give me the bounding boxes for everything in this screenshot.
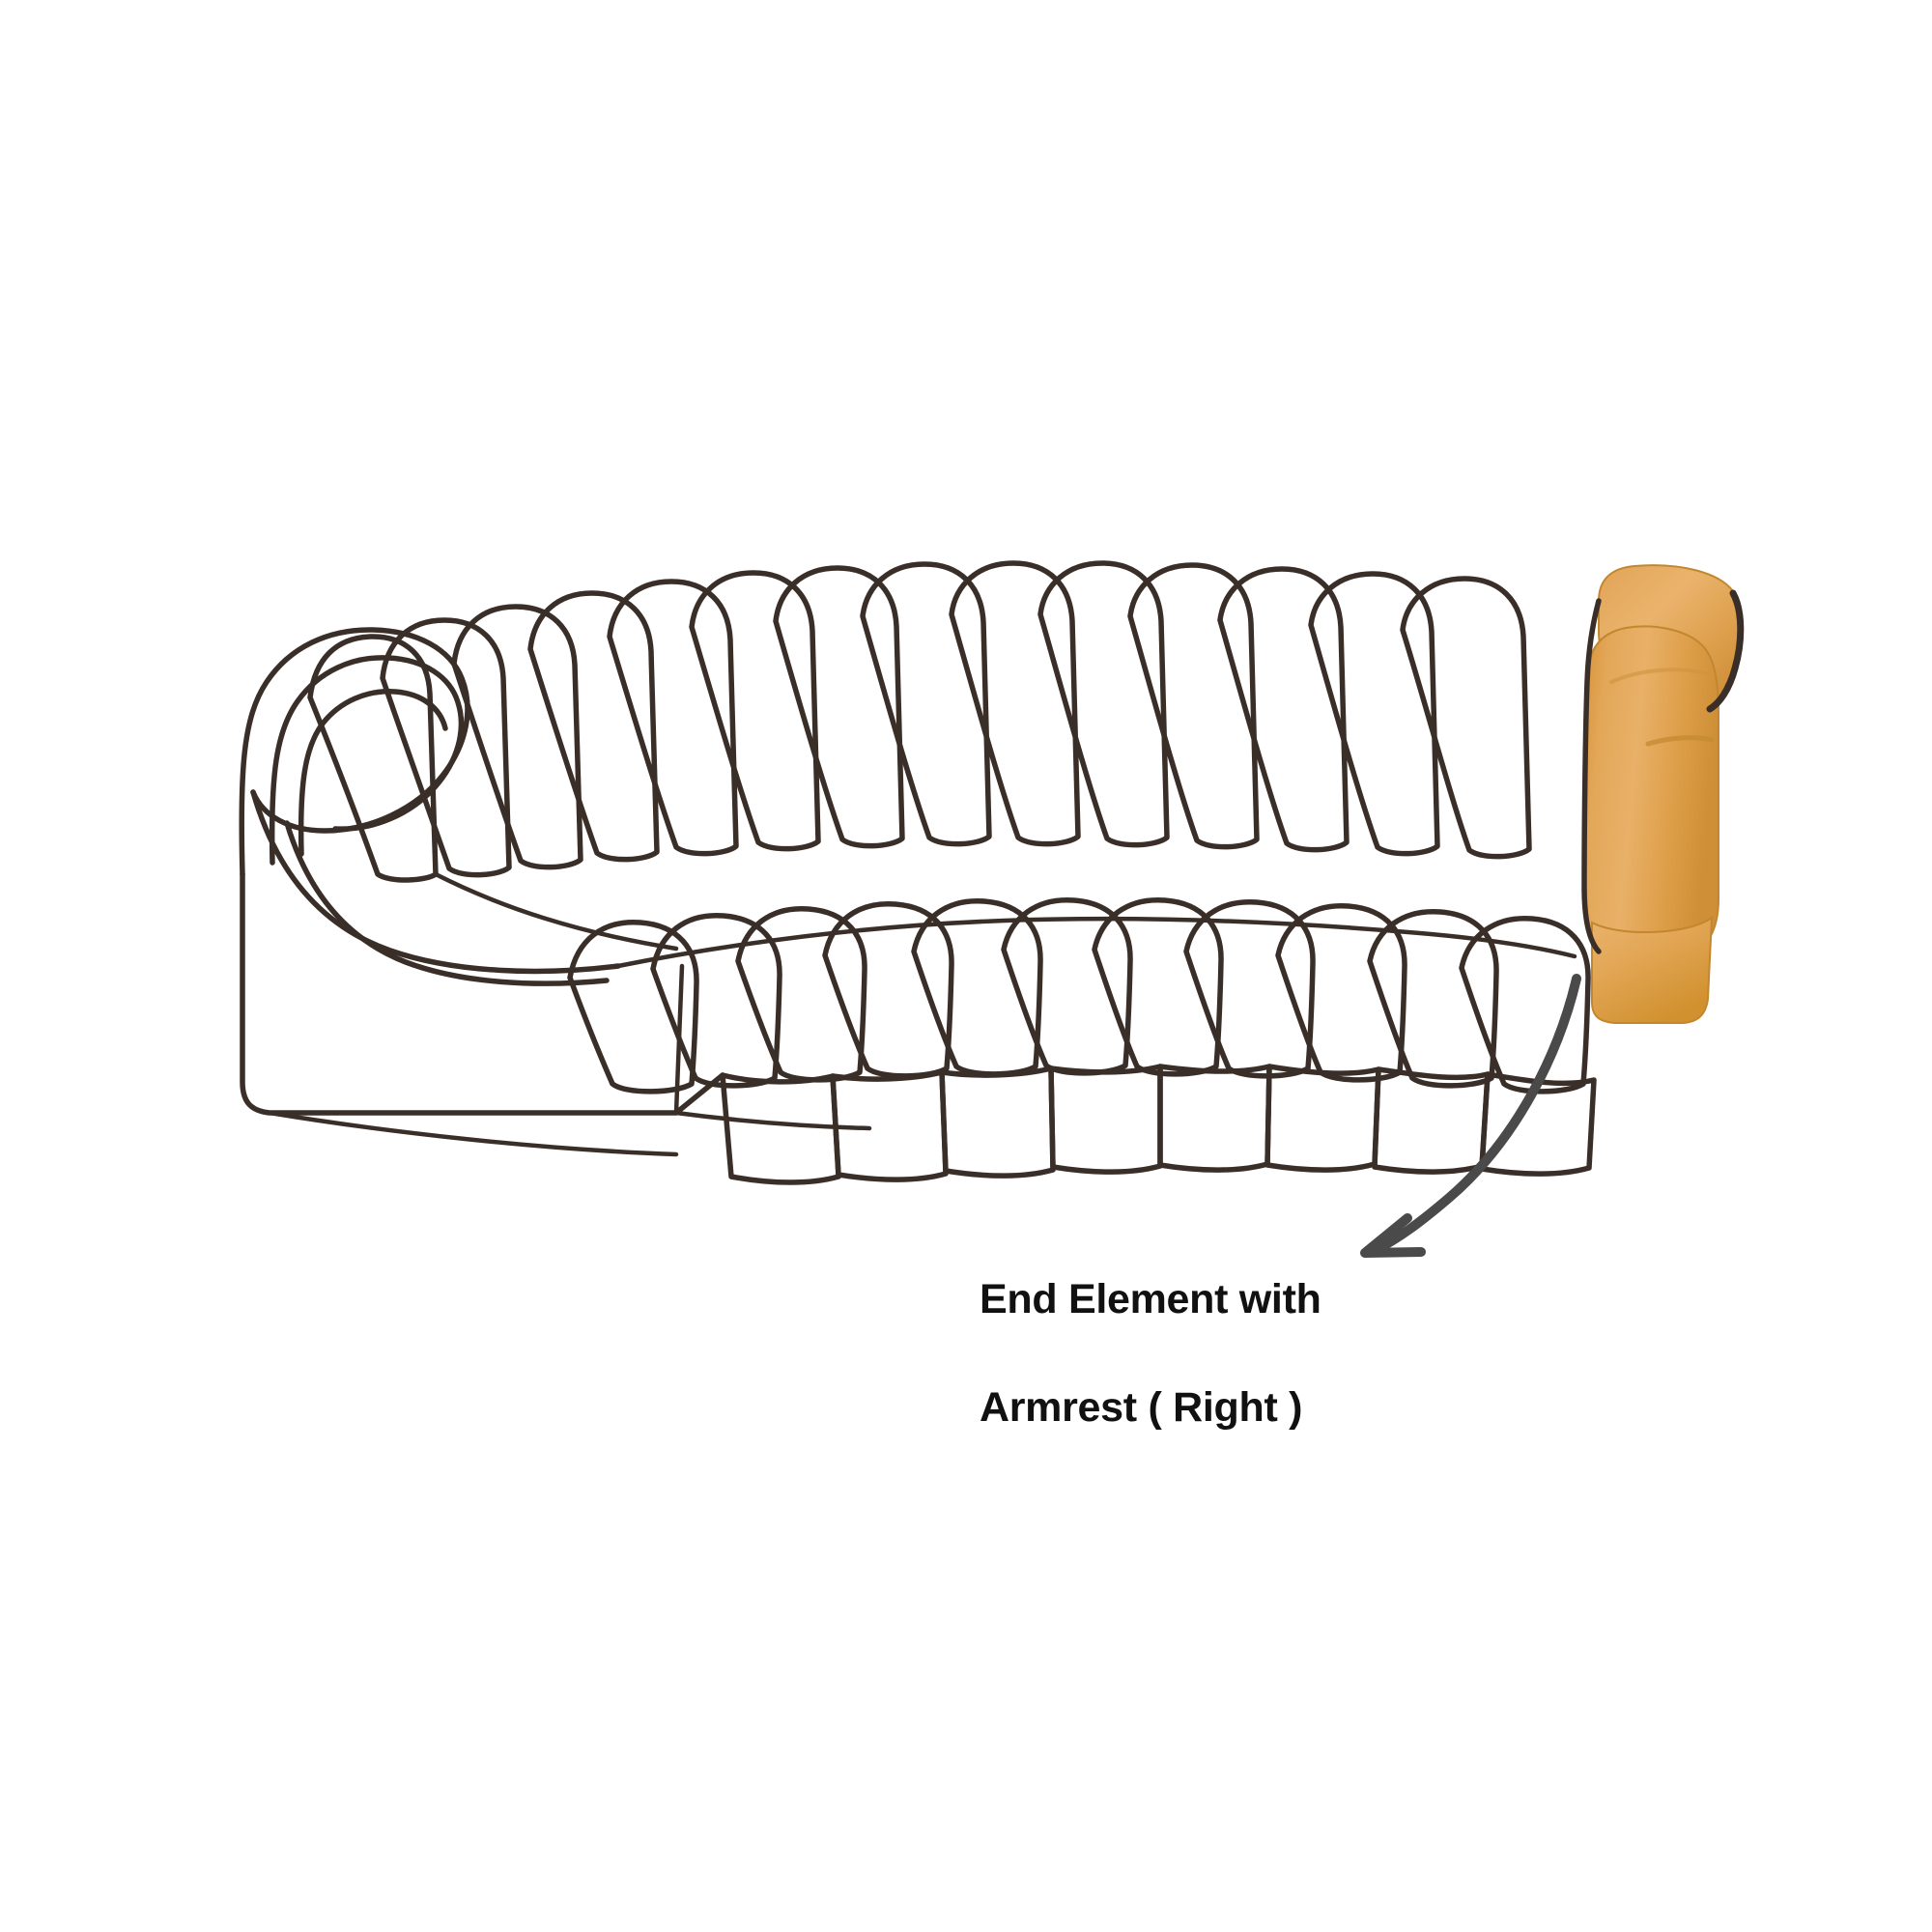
backrest-panel-10 <box>1037 560 1170 848</box>
armrest-plinth <box>1591 915 1714 1024</box>
base-front-rail-upper <box>673 1110 872 1131</box>
backrest-panel-2 <box>380 617 512 878</box>
seat-cushion-11 <box>1459 916 1591 1094</box>
base-tile-2 <box>830 1069 949 1182</box>
seat-cushion-4 <box>822 901 954 1079</box>
callout-arrow-head <box>1360 1213 1426 1258</box>
callout-arrow-curve <box>1371 974 1581 1255</box>
seat-cushion-1 <box>567 920 699 1094</box>
armrest-fold-crease-2 <box>1609 668 1710 684</box>
end-element-with-armrest-right <box>1581 564 1745 1024</box>
seat-cushion-6 <box>1001 897 1133 1076</box>
armrest-back-edge-shadow <box>1706 589 1745 713</box>
left-end-inner-scroll <box>269 655 465 866</box>
backrest-panel-12 <box>1217 566 1350 853</box>
backrest-panel-14 <box>1400 576 1532 860</box>
backrest-panel-6 <box>689 570 821 852</box>
armrest-main-body <box>1582 625 1719 964</box>
seat-cushion-10 <box>1367 909 1499 1089</box>
backrest-panel-8 <box>860 561 992 847</box>
callout-arrow-group <box>1360 974 1581 1258</box>
base-tile-1 <box>720 1072 841 1185</box>
backrest-panel-11 <box>1127 562 1260 850</box>
backrest-panel-13 <box>1308 571 1440 857</box>
backrest-panel-9 <box>949 560 1081 847</box>
base-tile-4 <box>1048 1064 1163 1175</box>
base-tile-3 <box>939 1065 1056 1179</box>
left-end-seat-top <box>250 789 621 975</box>
seat-cushion-9 <box>1275 903 1407 1083</box>
backrest-panel-7 <box>773 565 905 849</box>
backrest-panel-3 <box>451 604 583 870</box>
base-tile-5 <box>1157 1064 1272 1173</box>
backrest-panel-1 <box>307 634 439 883</box>
callout-label-line-2: Armrest ( Right ) <box>980 1383 1303 1431</box>
seat-cushion-8 <box>1183 899 1316 1079</box>
left-end-scroll-line-3 <box>298 689 448 857</box>
seat-cushion-3 <box>735 906 867 1083</box>
seat-back-junction-arc <box>433 871 679 952</box>
callout-label-line-1: End Element with <box>980 1275 1321 1322</box>
seat-cushion-2 <box>650 913 782 1089</box>
seat-top-sweep <box>615 916 1577 969</box>
seat-cushion-7 <box>1092 897 1224 1077</box>
armrest-left-contact-outline <box>1581 598 1602 954</box>
callout-label: End Element with Armrest ( Right ) <box>980 1219 1395 1489</box>
seat-cushion-5 <box>911 898 1043 1077</box>
left-end-base-front <box>240 871 725 1116</box>
base-front-rail-lower <box>267 1110 679 1157</box>
base-tile-8 <box>1479 1071 1597 1177</box>
left-end-seat-inner <box>284 820 610 986</box>
sofa-outline-group <box>239 560 1597 1185</box>
armrest-fold-crease <box>1645 735 1715 747</box>
